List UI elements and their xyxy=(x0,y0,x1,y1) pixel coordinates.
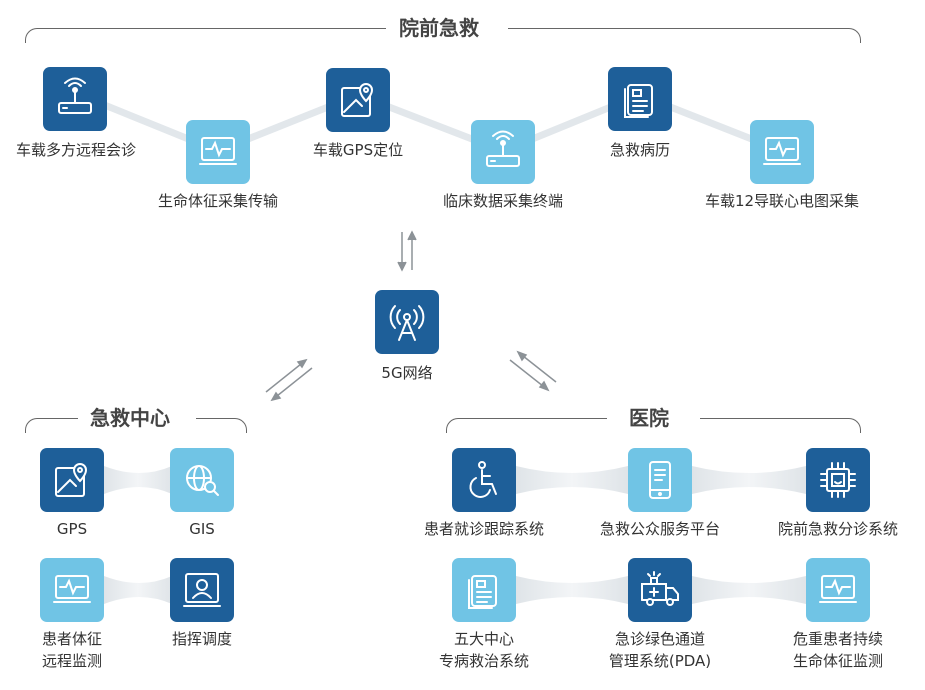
ecg-monitor-icon xyxy=(750,120,814,184)
router-icon xyxy=(43,67,107,131)
map-pin-icon xyxy=(326,68,390,132)
hospital-bracket-left xyxy=(446,418,607,433)
prehospital-item-label: 生命体征采集传输 xyxy=(157,192,279,210)
globe-search-icon xyxy=(170,448,234,512)
chip-icon xyxy=(806,448,870,512)
hospital-band-4 xyxy=(692,576,806,604)
center-item-label: GPS xyxy=(56,520,88,538)
prehospital-title: 院前急救 xyxy=(387,16,491,40)
center-item-label: GIS xyxy=(189,520,215,538)
document-icon xyxy=(608,67,672,131)
arrow-right-diagonal-pair xyxy=(509,350,557,392)
center-bracket-right xyxy=(196,418,247,433)
network-label: 5G网络 xyxy=(381,364,433,382)
hospital-title: 医院 xyxy=(617,406,681,430)
hospital-item-label: 院前急救分诊系统 xyxy=(777,520,899,538)
dispatcher-icon xyxy=(170,558,234,622)
hospital-item-label: 患者就诊跟踪系统 xyxy=(423,520,545,538)
ambulance-icon xyxy=(628,558,692,622)
ecg-monitor-icon xyxy=(186,120,250,184)
router-icon xyxy=(471,120,535,184)
hospital-item-label-multiline: 急诊绿色通道 管理系统(PDA) xyxy=(608,630,712,670)
hospital-item-label-multiline: 危重患者持续 生命体征监测 xyxy=(792,630,884,670)
hospital-band-1 xyxy=(516,466,628,494)
hospital-band-3 xyxy=(516,576,628,604)
prehospital-item-label: 车载多方远程会诊 xyxy=(15,141,137,159)
center-item-label: 指挥调度 xyxy=(171,630,233,648)
hospital-bracket-right xyxy=(700,418,861,433)
center-band-top xyxy=(104,466,172,494)
prehospital-item-label: 临床数据采集终端 xyxy=(442,192,564,210)
prehospital-bracket-right xyxy=(508,28,861,43)
document-icon xyxy=(452,558,516,622)
hospital-item-label-multiline: 五大中心 专病救治系统 xyxy=(438,630,530,670)
map-pin-icon xyxy=(40,448,104,512)
prehospital-item-label: 车载GPS定位 xyxy=(312,141,404,159)
hospital-item-label: 急救公众服务平台 xyxy=(599,520,721,538)
prehospital-item-label: 车载12导联心电图采集 xyxy=(704,192,860,210)
ecg-monitor-icon xyxy=(40,558,104,622)
arrow-vertical-pair xyxy=(397,230,417,272)
center-bracket-left xyxy=(25,418,86,433)
prehospital-zigzag-line xyxy=(73,89,784,155)
ecg-monitor-icon xyxy=(806,558,870,622)
center-band-bottom xyxy=(104,576,172,604)
prehospital-item-label: 急救病历 xyxy=(609,141,671,159)
prehospital-bracket-left xyxy=(25,28,386,43)
wheelchair-icon xyxy=(452,448,516,512)
center-title: 急救中心 xyxy=(78,406,182,430)
arrow-left-diagonal-pair xyxy=(265,358,313,402)
center-item-label-multiline: 患者体征 远程监测 xyxy=(41,630,103,670)
antenna-icon xyxy=(375,290,439,354)
hospital-band-2 xyxy=(692,466,806,494)
mobile-phone-icon xyxy=(628,448,692,512)
